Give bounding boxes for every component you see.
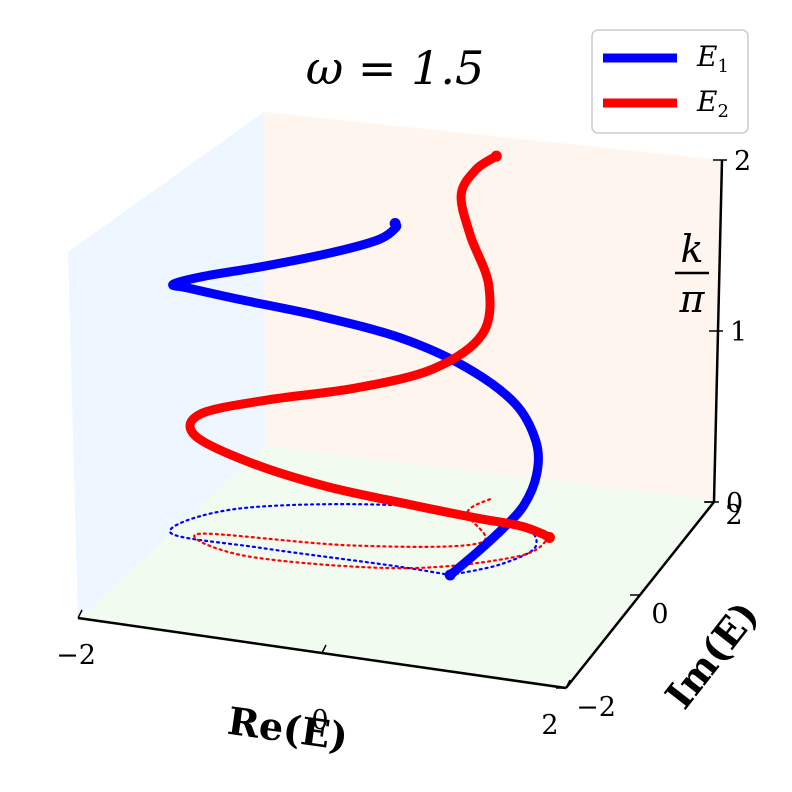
z-tick-label: 1: [730, 317, 747, 348]
projection-e1: [169, 503, 538, 577]
x-tick-label: 2: [541, 710, 558, 741]
legend-label-e1: E1: [696, 40, 729, 77]
z-axis-title-denominator: π: [679, 277, 706, 321]
z-tick-label: 0: [726, 488, 743, 519]
y-axis-title: Im(E): [656, 592, 767, 717]
legend-label-e2: E2: [696, 85, 729, 122]
curve-e2: [185, 151, 554, 542]
chart-title: ω = 1.5: [306, 41, 484, 95]
curve-e1-start-point: [444, 569, 456, 581]
x-tick-mark: [565, 679, 571, 689]
z-axis-title-numerator: k: [680, 227, 703, 271]
y-tick-label: 0: [651, 599, 668, 630]
pane-floor: [78, 446, 714, 690]
x-tick-mark: [321, 644, 327, 654]
legend: E1 E2: [591, 29, 749, 134]
x-tick-label: −2: [56, 640, 96, 671]
y-tick-label: −2: [576, 692, 616, 723]
z-axis-title: k π: [675, 227, 709, 321]
curve-e2-start-point: [543, 531, 555, 543]
curve-e1-end-point: [389, 218, 401, 230]
x-tick-mark: [77, 609, 83, 619]
pane-left: [68, 112, 265, 620]
x-axis-title: Re(E): [225, 698, 351, 759]
curve-e2-end-point: [490, 150, 502, 162]
z-tick-label: 2: [734, 146, 751, 177]
curve-e1: [168, 219, 543, 580]
y-tick-label: 2: [725, 500, 742, 531]
x-tick-label: 0: [311, 705, 328, 736]
